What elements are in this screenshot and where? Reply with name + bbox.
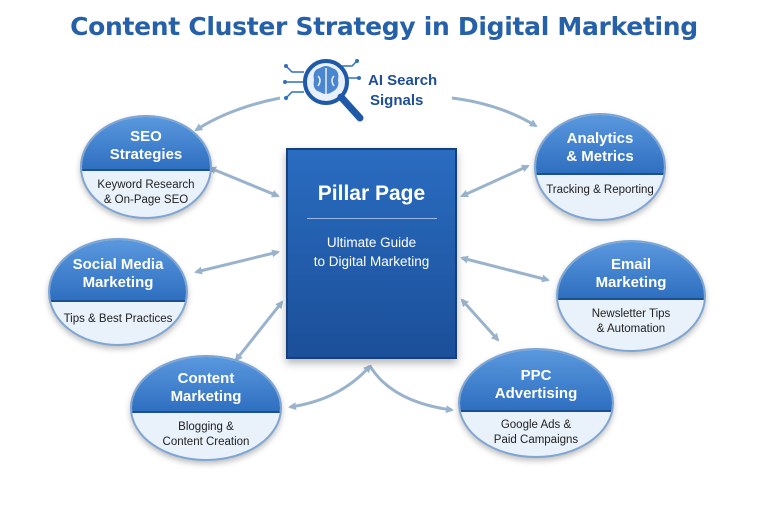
cluster-social-title1: Social Media <box>72 256 164 273</box>
cluster-email-title1: Email <box>610 256 651 273</box>
arrow-pillar-to-content <box>288 364 372 411</box>
cluster-ppc-desc: Google Ads & Paid Campaigns <box>460 414 612 452</box>
pillar-divider <box>306 218 437 219</box>
cluster-email-desc2: & Automation <box>596 323 666 335</box>
cluster-email-title2: Marketing <box>595 274 667 291</box>
cluster-seo-desc1: Keyword Research <box>97 179 195 191</box>
arrow-email-pillar <box>460 255 550 283</box>
cluster-ppc-title2: Advertising <box>494 385 578 402</box>
pillar-page-card: Pillar Page Ultimate Guide to Digital Ma… <box>286 148 457 359</box>
pillar-subtitle-line2: to Digital Marketing <box>313 254 430 269</box>
arrow-social-pillar <box>194 249 280 275</box>
page-title: Content Cluster Strategy in Digital Mark… <box>70 12 698 41</box>
cluster-content-desc: Blogging & Content Creation <box>132 415 280 455</box>
arrow-content-pillar <box>234 300 284 362</box>
pillar-title: Pillar Page <box>317 182 426 205</box>
arrow-ai-to-analytics <box>451 96 538 128</box>
cluster-email-desc: Newsletter Tips & Automation <box>558 302 704 342</box>
cluster-ppc-title1: PPC <box>520 367 552 384</box>
ai-label-line2: Signals <box>370 92 424 109</box>
pillar-subtitle: Ultimate Guide to Digital Marketing <box>288 233 455 271</box>
cluster-seo-title1: SEO <box>130 128 162 145</box>
arrow-ppc-pillar <box>460 298 500 342</box>
cluster-analytics-title1: Analytics <box>566 130 634 147</box>
arrow-seo-pillar <box>208 166 280 198</box>
cluster-seo-title2: Strategies <box>109 146 183 163</box>
cluster-content-title2: Marketing <box>170 388 242 405</box>
cluster-social-desc1: Tips & Best Practices <box>63 312 173 325</box>
cluster-content-desc2: Content Creation <box>162 436 250 448</box>
cluster-email-desc1: Newsletter Tips <box>591 308 671 320</box>
cluster-ppc-desc1: Google Ads & <box>500 419 572 431</box>
cluster-analytics-title2: & Metrics <box>566 148 634 165</box>
cluster-seo-desc: Keyword Research & On-Page SEO <box>82 173 210 213</box>
cluster-content-title1: Content <box>177 370 235 387</box>
cluster-analytics-metrics: Analytics& Metrics Tracking & Reporting <box>534 113 666 221</box>
cluster-analytics-desc: Tracking & Reporting <box>536 177 664 203</box>
cluster-ppc-desc2: Paid Campaigns <box>493 434 579 446</box>
arrow-analytics-pillar <box>460 164 530 198</box>
ai-label-line1: AI Search <box>368 72 438 89</box>
cluster-analytics-desc1: Tracking & Reporting <box>546 183 654 196</box>
cluster-seo-desc2: & On-Page SEO <box>103 194 189 206</box>
cluster-social-title2: Marketing <box>82 274 154 291</box>
cluster-content-desc1: Blogging & <box>178 421 234 433</box>
arrow-pillar-to-ppc <box>368 365 454 414</box>
cluster-social-desc: Tips & Best Practices <box>50 304 186 334</box>
cluster-analytics-header: Analytics& Metrics <box>536 115 664 175</box>
brain-magnifier-icon <box>283 59 364 122</box>
ai-search-signals-label: AI Search Signals <box>368 71 437 111</box>
pillar-subtitle-line1: Ultimate Guide <box>326 235 417 250</box>
